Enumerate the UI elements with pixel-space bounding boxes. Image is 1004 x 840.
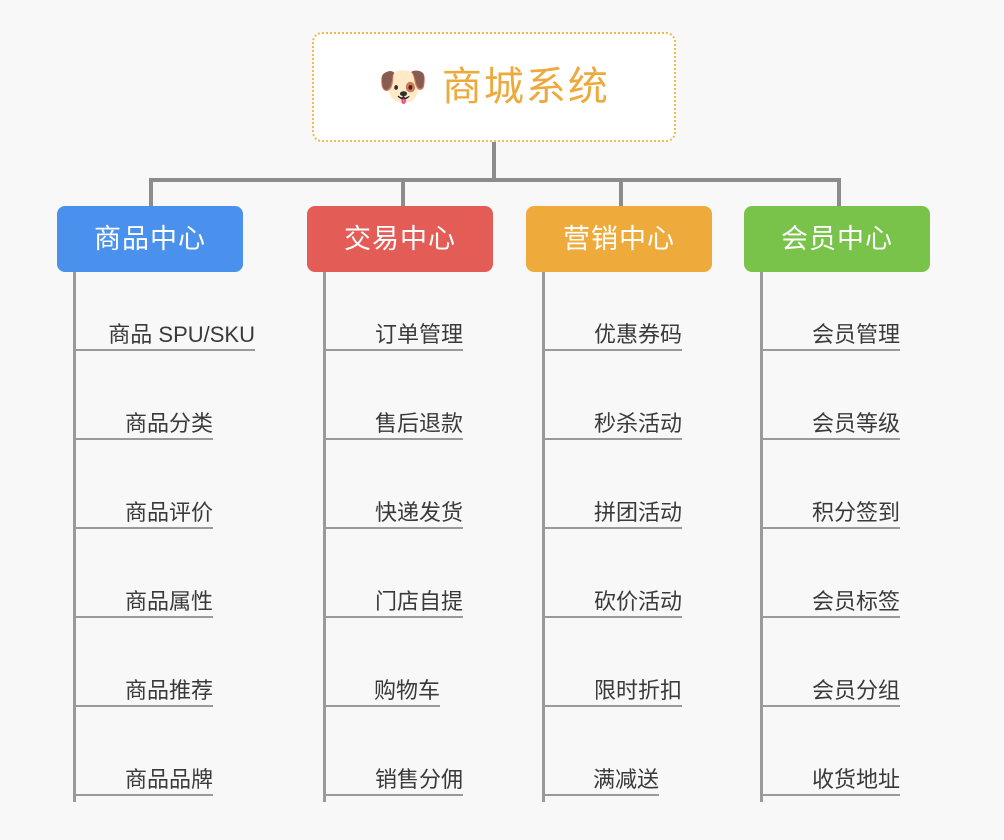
- leaf-item-label: 商品评价: [124, 499, 213, 525]
- leaf-item[interactable]: 积分签到: [760, 483, 900, 529]
- leaf-item-label: 门店自提: [374, 588, 463, 614]
- leaf-item-label: 优惠券码: [593, 321, 682, 347]
- leaf-item[interactable]: 订单管理: [323, 305, 463, 351]
- root-node[interactable]: 🐶 商城系统: [312, 32, 676, 142]
- leaf-item-label: 商品品牌: [124, 766, 213, 792]
- leaf-item[interactable]: 拼团活动: [542, 483, 682, 529]
- leaf-item[interactable]: 会员标签: [760, 572, 900, 618]
- leaf-item-label: 收货地址: [811, 766, 900, 792]
- leaf-item[interactable]: 限时折扣: [542, 661, 682, 707]
- leaf-item-label: 商品 SPU/SKU: [108, 321, 255, 347]
- leaf-item-label: 秒杀活动: [593, 410, 682, 436]
- leaf-item-label: 砍价活动: [593, 588, 682, 614]
- leaf-item[interactable]: 收货地址: [760, 750, 900, 796]
- leaf-item[interactable]: 购物车: [323, 661, 440, 707]
- connector-drop-3: [619, 178, 623, 208]
- leaf-item-label: 商品分类: [124, 410, 213, 436]
- category-label-2: 交易中心: [344, 223, 456, 254]
- shiba-dog-face-icon: 🐶: [378, 65, 428, 109]
- leaf-item[interactable]: 商品 SPU/SKU: [73, 305, 255, 351]
- leaf-item[interactable]: 售后退款: [323, 394, 463, 440]
- root-title: 商城系统: [441, 65, 610, 109]
- leaf-item-label: 积分签到: [811, 499, 900, 525]
- leaf-item[interactable]: 商品品牌: [73, 750, 213, 796]
- leaf-item-label: 订单管理: [374, 321, 463, 347]
- leaf-item[interactable]: 销售分佣: [323, 750, 463, 796]
- leaf-item-label: 满减送: [592, 766, 659, 792]
- branch-spine-2: [323, 272, 326, 802]
- category-label-1: 商品中心: [94, 223, 206, 254]
- leaf-item-label: 购物车: [373, 677, 440, 703]
- leaf-item-label: 会员标签: [811, 588, 900, 614]
- leaf-item[interactable]: 砍价活动: [542, 572, 682, 618]
- leaf-item[interactable]: 快递发货: [323, 483, 463, 529]
- leaf-item[interactable]: 会员管理: [760, 305, 900, 351]
- leaf-item[interactable]: 会员等级: [760, 394, 900, 440]
- leaf-item[interactable]: 优惠券码: [542, 305, 682, 351]
- branch-spine-4: [760, 272, 763, 802]
- leaf-item-label: 售后退款: [374, 410, 463, 436]
- connector-horizontal-bar: [149, 178, 841, 182]
- leaf-item[interactable]: 满减送: [542, 750, 659, 796]
- leaf-item[interactable]: 商品属性: [73, 572, 213, 618]
- category-label-4: 会员中心: [781, 223, 893, 254]
- leaf-item[interactable]: 会员分组: [760, 661, 900, 707]
- leaf-item[interactable]: 门店自提: [323, 572, 463, 618]
- leaf-item-label: 会员等级: [811, 410, 900, 436]
- connector-root-stem: [492, 142, 496, 180]
- leaf-item[interactable]: 商品推荐: [73, 661, 213, 707]
- leaf-item-label: 拼团活动: [593, 499, 682, 525]
- category-box-4[interactable]: 会员中心: [744, 206, 930, 272]
- leaf-item-label: 会员管理: [811, 321, 900, 347]
- category-box-1[interactable]: 商品中心: [57, 206, 243, 272]
- category-label-3: 营销中心: [563, 223, 675, 254]
- category-box-3[interactable]: 营销中心: [526, 206, 712, 272]
- leaf-item[interactable]: 秒杀活动: [542, 394, 682, 440]
- connector-drop-1: [149, 178, 153, 208]
- leaf-item[interactable]: 商品分类: [73, 394, 213, 440]
- connector-drop-4: [837, 178, 841, 208]
- connector-drop-2: [401, 178, 405, 208]
- leaf-item-label: 商品推荐: [124, 677, 213, 703]
- leaf-item-label: 商品属性: [124, 588, 213, 614]
- category-box-2[interactable]: 交易中心: [307, 206, 493, 272]
- leaf-item-label: 会员分组: [811, 677, 900, 703]
- branch-spine-1: [73, 272, 76, 802]
- leaf-item-label: 销售分佣: [374, 766, 463, 792]
- branch-spine-3: [542, 272, 545, 802]
- leaf-item-label: 快递发货: [374, 499, 463, 525]
- leaf-item[interactable]: 商品评价: [73, 483, 213, 529]
- leaf-item-label: 限时折扣: [593, 677, 682, 703]
